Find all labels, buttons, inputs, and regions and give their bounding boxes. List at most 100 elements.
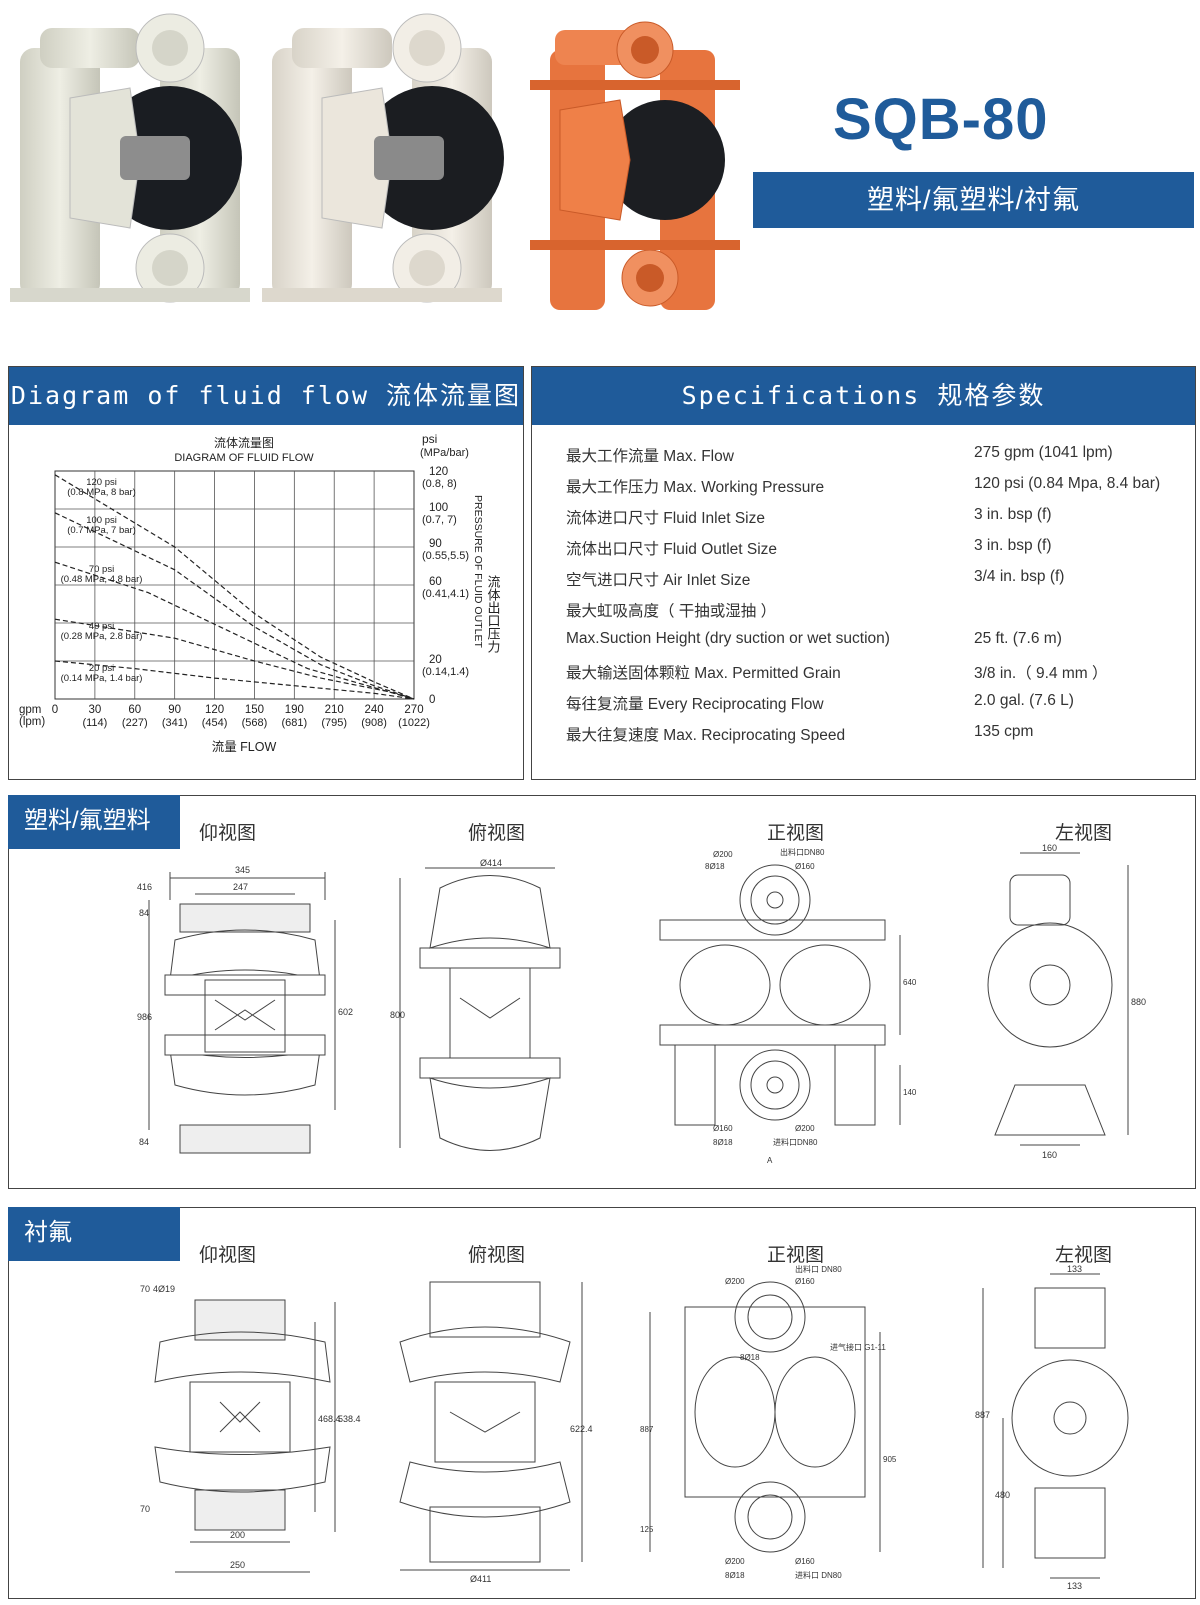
plastic-view-front-title: 正视图 xyxy=(767,822,825,844)
dim-4x19: 4Ø19 xyxy=(153,1284,175,1294)
dim-602: 602 xyxy=(338,1007,353,1017)
specifications-title: Specifications 规格参数 xyxy=(532,367,1195,425)
product-photo-white xyxy=(10,8,250,328)
dim-diam-411: Ø411 xyxy=(470,1574,491,1584)
specifications-panel: Specifications 规格参数 xyxy=(531,366,1196,780)
plastic-bottom-view-drawing: 345 247 416 84 986 602 84 xyxy=(137,865,353,1154)
lined-dim-8x18-top: 8Ø18 xyxy=(740,1353,760,1362)
spec-label: 每往复流量 Every Reciprocating Flow xyxy=(566,696,824,713)
chart-y-tick: 60 xyxy=(429,576,442,588)
dim-70-top: 70 xyxy=(140,1284,150,1294)
chart-series-line xyxy=(54,660,415,700)
lined-dim-diam-200-bottom: Ø200 xyxy=(725,1557,745,1566)
chart-x-tick-lpm: (227) xyxy=(122,717,148,729)
chart-x-tick: 90 xyxy=(168,704,181,716)
dim-200: 200 xyxy=(230,1530,245,1540)
chart-series-label: 20 psi xyxy=(89,663,114,674)
dim-416: 416 xyxy=(137,882,152,892)
chart-y-tick: 120 xyxy=(429,466,448,478)
dim-diam-160-bottom: Ø160 xyxy=(713,1124,733,1133)
chart-x-tick-lpm: (1022) xyxy=(398,717,430,729)
dim-468-4: 468.4 xyxy=(318,1414,341,1424)
product-photo-orange xyxy=(530,10,740,330)
dim-140: 140 xyxy=(903,1088,917,1097)
chart-series-line xyxy=(54,561,415,700)
lined-view-left-title: 左视图 xyxy=(1055,1244,1113,1266)
chart-series-line xyxy=(54,474,415,700)
chart-x-tick-lpm: (681) xyxy=(281,717,307,729)
chart-y-unit: psi xyxy=(422,432,437,446)
lined-top-view-drawing: 622.4 Ø411 xyxy=(399,1281,593,1584)
plastic-view-bottom-title: 仰视图 xyxy=(199,822,257,844)
lined-view-bottom-title: 仰视图 xyxy=(199,1244,257,1266)
chart-y-tick-sub: (0.8, 8) xyxy=(422,478,457,490)
arrow-a-label: A xyxy=(767,1156,773,1165)
chart-series-sublabel: (0.7 MPa, 7 bar) xyxy=(67,525,136,536)
chart-x-tick-lpm: (454) xyxy=(202,717,228,729)
chart-x-tick-lpm: (795) xyxy=(321,717,347,729)
dim-640: 640 xyxy=(903,978,917,987)
dim-diam-200-top: Ø200 xyxy=(713,850,733,859)
chart-series-sublabel: (0.8 MPa, 8 bar) xyxy=(67,487,136,498)
chart-y-tick: 20 xyxy=(429,654,442,666)
chart-series-sublabel: (0.14 MPa, 1.4 bar) xyxy=(61,673,143,684)
chart-series-line xyxy=(54,618,415,700)
outlet-dn80: 出料口DN80 xyxy=(780,847,825,857)
lined-dim-diam-200-top: Ø200 xyxy=(725,1277,745,1286)
dim-diam-160-top: Ø160 xyxy=(795,862,815,871)
lined-bottom-view-drawing: 70 4Ø19 538.4 468.4 70 200 250 xyxy=(140,1284,361,1573)
lined-view-top-title: 俯视图 xyxy=(468,1244,526,1266)
spec-label: Max.Suction Height (dry suction or wet s… xyxy=(566,630,890,647)
chart-y-tick-sub: (0.41,4.1) xyxy=(422,588,469,600)
lined-dim-905: 905 xyxy=(883,1455,897,1464)
chart-x-tick: 0 xyxy=(52,704,58,716)
chart-y-tick-sub: (0.7, 7) xyxy=(422,514,457,526)
chart-x-tick: 270 xyxy=(404,704,423,716)
chart-series-label: 100 psi xyxy=(86,515,117,526)
chart-y-label-cn: 流体出口压力 xyxy=(486,575,501,654)
dim-8x18-bottom: 8Ø18 xyxy=(713,1138,733,1147)
dim-diam-200-bottom: Ø200 xyxy=(795,1124,815,1133)
chart-x-label: 流量 FLOW xyxy=(212,740,277,754)
chart-series-sublabel: (0.28 MPa, 2.8 bar) xyxy=(61,631,143,642)
material-banner-text: 塑料/氟塑料/衬氟 xyxy=(866,185,1080,215)
dim-800: 800 xyxy=(390,1010,405,1020)
spec-value: 3 in. bsp (f) xyxy=(974,537,1052,554)
dim-84-top: 84 xyxy=(139,908,149,918)
dim-160-bottom: 160 xyxy=(1042,1150,1057,1160)
lined-dim-133-bottom: 133 xyxy=(1067,1581,1082,1591)
spec-label: 流体进口尺寸 Fluid Inlet Size xyxy=(566,510,765,527)
lined-dim-887: 887 xyxy=(640,1425,654,1434)
spec-label: 空气进口尺寸 Air Inlet Size xyxy=(566,572,751,589)
lined-dim-887-left: 887 xyxy=(975,1410,990,1420)
chart-y-label-en: PRESSURE OF FLUID OUTLET xyxy=(472,495,484,648)
chart-series-label: 120 psi xyxy=(86,477,117,488)
spec-value: 120 psi (0.84 Mpa, 8.4 bar) xyxy=(974,475,1161,492)
spec-value: 275 gpm (1041 lpm) xyxy=(974,444,1113,461)
plastic-section-tag: 塑料/氟塑料 xyxy=(8,795,180,849)
chart-series-line xyxy=(54,512,415,700)
spec-value: 25 ft. (7.6 m) xyxy=(974,630,1062,647)
plastic-top-view-drawing: Ø414 800 xyxy=(390,858,561,1151)
lined-section-tag: 衬氟 xyxy=(8,1207,180,1261)
chart-x-tick: 120 xyxy=(205,704,224,716)
spec-label: 最大工作流量 Max. Flow xyxy=(566,448,734,465)
plastic-front-view-drawing: Ø200 出料口DN80 8Ø18 Ø160 640 140 Ø160 Ø200… xyxy=(659,847,917,1165)
chart-title: 流体流量图 xyxy=(214,436,274,450)
material-banner: 塑料/氟塑料/衬氟 xyxy=(753,172,1194,228)
lined-outlet-dn80: 出料口 DN80 xyxy=(795,1264,842,1274)
chart-subtitle: DIAGRAM OF FLUID FLOW xyxy=(174,452,314,464)
chart-x-tick: 30 xyxy=(88,704,101,716)
lined-front-view-drawing: 出料口 DN80 Ø200 Ø160 8Ø18 进气接口 G1-11 887 9… xyxy=(640,1264,897,1580)
plastic-left-view-drawing: 160 880 160 xyxy=(987,843,1146,1160)
model-title: SQB-80 xyxy=(833,87,1049,152)
